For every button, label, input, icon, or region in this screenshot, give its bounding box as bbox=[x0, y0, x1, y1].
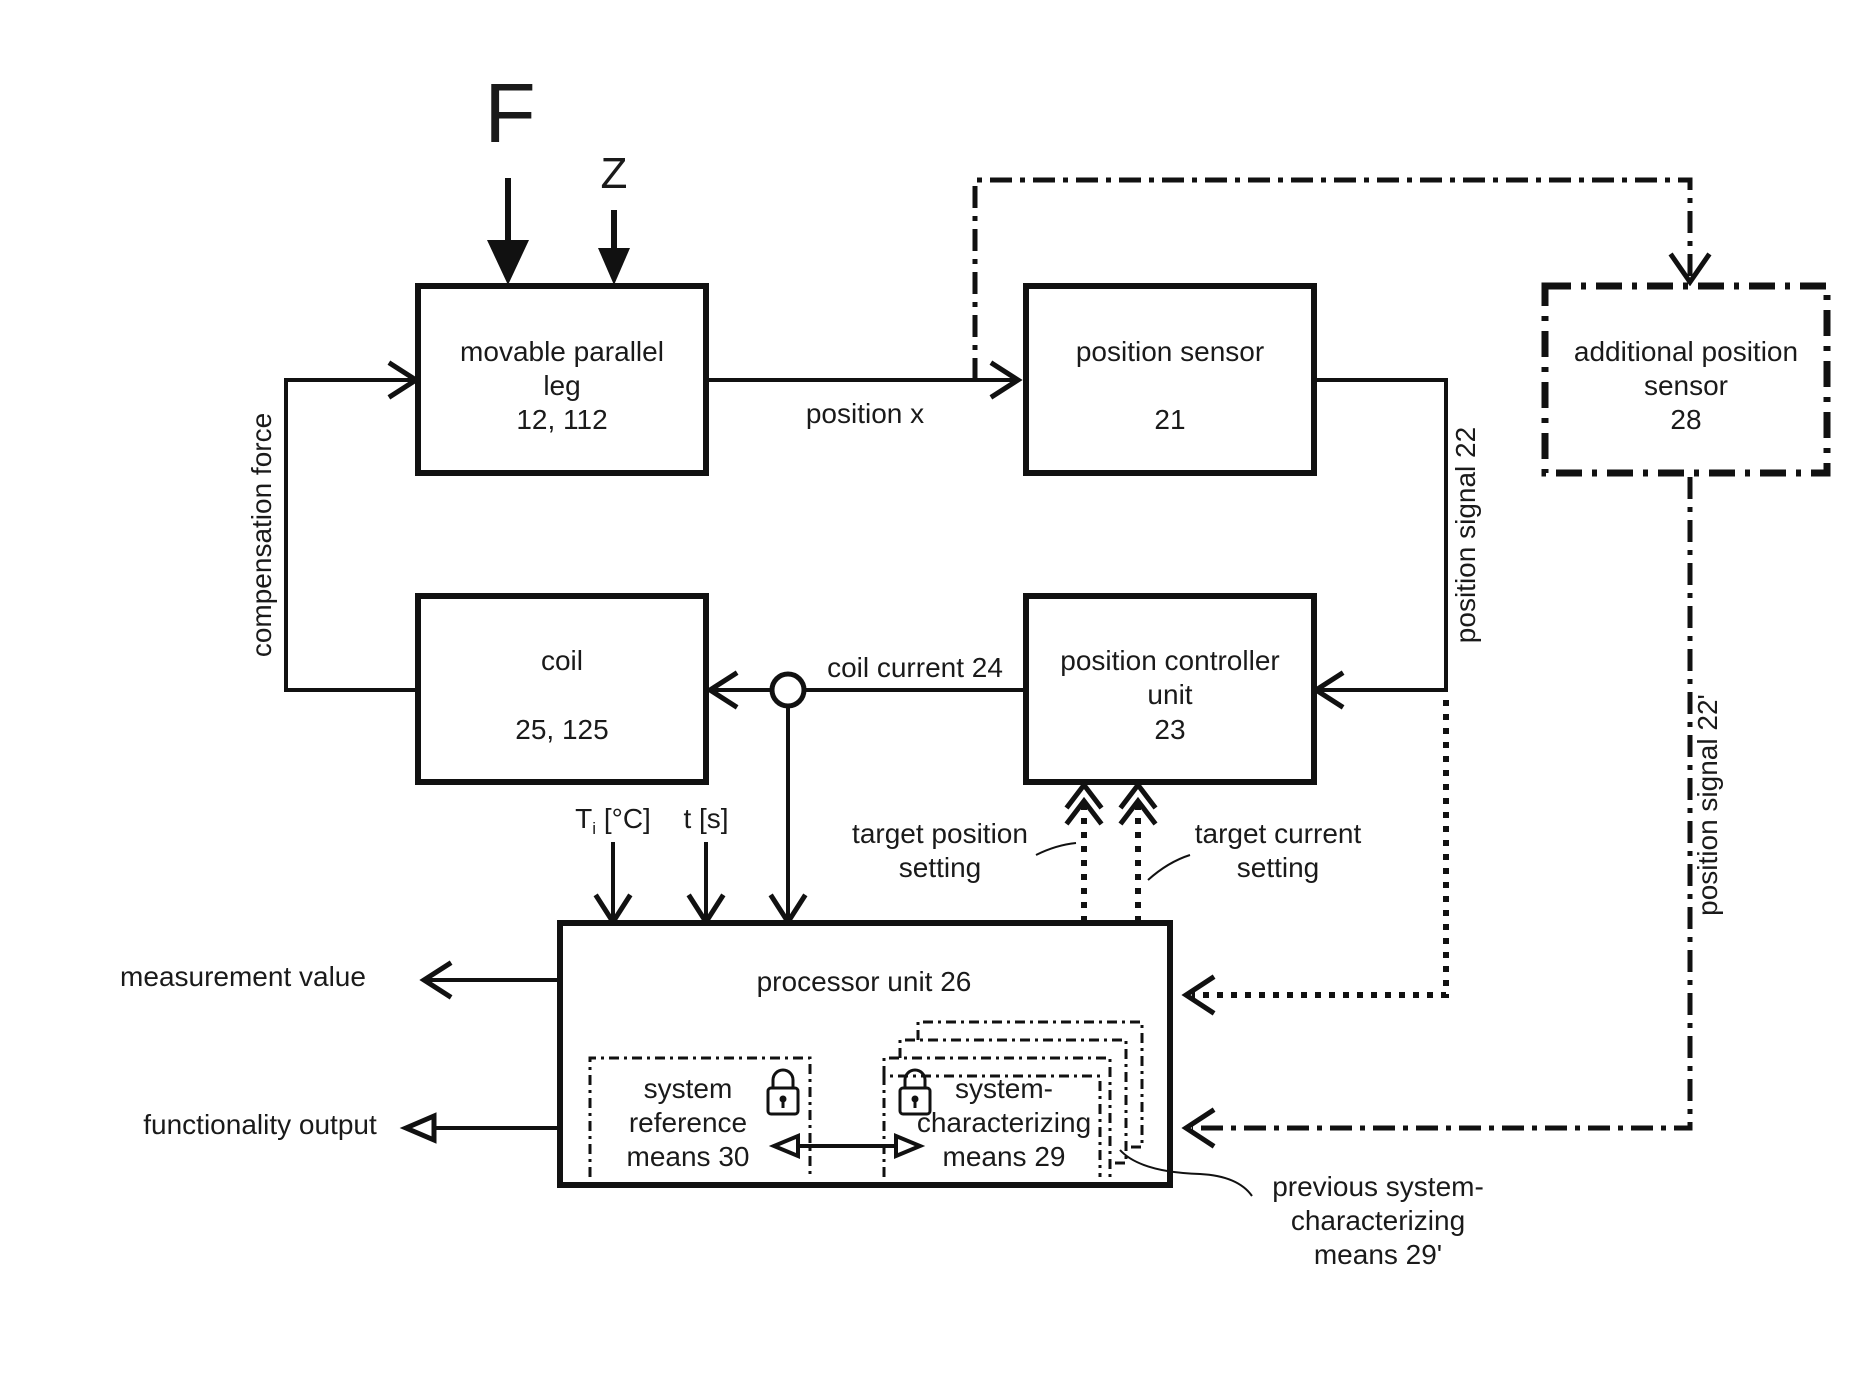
force-arrow bbox=[487, 178, 529, 285]
processor-title: processor unit 26 bbox=[757, 966, 972, 997]
position-controller-line3: 23 bbox=[1154, 714, 1185, 745]
target-current-label-1: target current bbox=[1195, 818, 1362, 849]
system-reference-line1: system bbox=[644, 1073, 733, 1104]
target-current-arrow bbox=[1122, 785, 1154, 922]
previous-means-line2: characterizing bbox=[1291, 1205, 1465, 1236]
position-signal-prime-line bbox=[1186, 477, 1690, 1145]
position-x-line bbox=[706, 364, 1018, 396]
compensation-force-label: compensation force bbox=[246, 413, 277, 657]
measurement-value-label: measurement value bbox=[120, 961, 366, 992]
target-position-arrow bbox=[1068, 785, 1100, 922]
position-controller-line1: position controller bbox=[1060, 645, 1279, 676]
target-current-label-2: setting bbox=[1237, 852, 1320, 883]
coil-line1: coil bbox=[541, 645, 583, 676]
system-reference-line2: reference bbox=[629, 1107, 747, 1138]
position-controller-box: position controller unit 23 bbox=[1026, 596, 1314, 782]
system-characterizing-line2: characterizing bbox=[917, 1107, 1091, 1138]
movable-leg-line3: 12, 112 bbox=[516, 404, 607, 435]
coil-current-label: coil current 24 bbox=[827, 652, 1003, 683]
movable-leg-line1: movable parallel bbox=[460, 336, 664, 367]
time-arrow bbox=[690, 842, 722, 922]
position-sensor-box: position sensor 21 bbox=[1026, 286, 1314, 473]
additional-sensor-line3: 28 bbox=[1670, 404, 1701, 435]
target-position-label-2: setting bbox=[899, 852, 982, 883]
force-label: F bbox=[484, 66, 535, 160]
coil-current-line bbox=[710, 674, 1026, 922]
coil-box: coil 25, 125 bbox=[418, 596, 706, 782]
processor-unit-box: processor unit 26 system reference means… bbox=[560, 923, 1170, 1185]
position-signal-line bbox=[1316, 380, 1446, 706]
previous-means-line1: previous system- bbox=[1272, 1171, 1484, 1202]
target-position-label-1: target position bbox=[852, 818, 1028, 849]
system-reference-line3: means 30 bbox=[627, 1141, 750, 1172]
position-controller-line2: unit bbox=[1147, 679, 1192, 710]
position-signal-label: position signal 22 bbox=[1450, 427, 1481, 643]
position-sensor-line2: 21 bbox=[1154, 404, 1185, 435]
position-sensor-line1: position sensor bbox=[1076, 336, 1264, 367]
functionality-output-arrow bbox=[406, 1116, 560, 1140]
target-position-leader bbox=[1036, 843, 1076, 855]
previous-means-line3: means 29' bbox=[1314, 1239, 1442, 1270]
system-characterizing-line1: system- bbox=[955, 1073, 1053, 1104]
temperature-arrow bbox=[597, 842, 629, 922]
target-current-leader bbox=[1148, 855, 1190, 880]
time-label: t [s] bbox=[683, 803, 728, 834]
position-signal-prime-label: position signal 22' bbox=[1692, 694, 1723, 916]
coil-line2: 25, 125 bbox=[515, 714, 608, 745]
system-characterizing-line3: means 29 bbox=[943, 1141, 1066, 1172]
temperature-label: Ti [°C] bbox=[575, 803, 651, 838]
additional-sensor-line2: sensor bbox=[1644, 370, 1728, 401]
movable-leg-line2: leg bbox=[543, 370, 580, 401]
disturbance-arrow bbox=[598, 210, 630, 285]
compensation-force-line bbox=[286, 364, 416, 690]
additional-position-sensor-box: additional position sensor 28 bbox=[1545, 286, 1827, 473]
movable-parallel-leg-box: movable parallel leg 12, 112 bbox=[418, 286, 706, 473]
additional-sensor-line1: additional position bbox=[1574, 336, 1798, 367]
functionality-output-label: functionality output bbox=[143, 1109, 377, 1140]
measurement-value-arrow bbox=[424, 964, 560, 996]
position-x-label: position x bbox=[806, 398, 924, 429]
disturbance-label: Z bbox=[601, 149, 628, 198]
